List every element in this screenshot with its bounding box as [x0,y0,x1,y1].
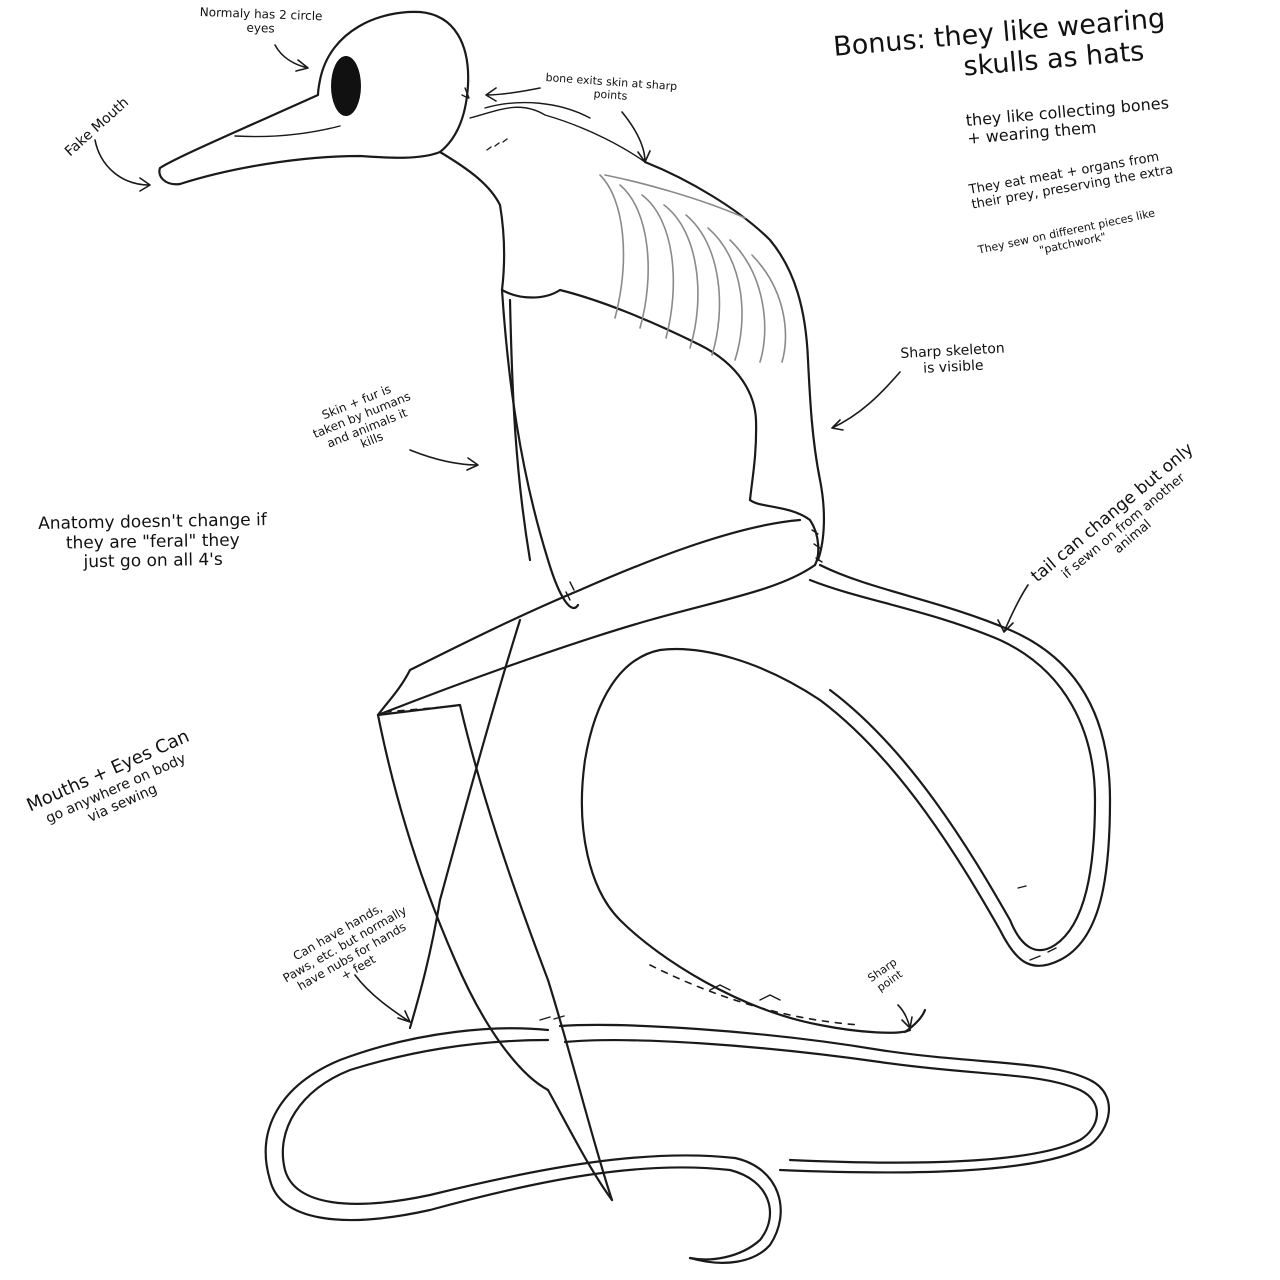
upper-tail [580,563,1112,1034]
fake-mouth-line [234,125,341,138]
pointer-arrow [997,584,1029,633]
pointer-arrow [897,1004,913,1029]
lower-tail [264,1023,1110,1264]
legs [376,518,817,1202]
pointer-arrow [831,371,901,431]
stitch-line [539,1015,565,1021]
ribcage [599,174,787,363]
pointer-arrow [409,449,479,471]
pointer-arrow [274,44,309,72]
bone-spike [1017,885,1057,961]
note-line: just go on all 4's [83,549,223,573]
pointer-arrow [621,111,651,163]
pointer-arrow [354,974,411,1023]
stitch-line [709,984,781,1001]
bone-spike [565,581,575,601]
sharp-skeleton-note: Sharp skeleton is visible [900,341,1006,379]
bone-spike [461,87,470,99]
sharp-point-spike [903,1008,927,1034]
stitch-line [486,138,508,151]
creature-head [158,10,470,186]
eye-icon [331,56,361,116]
pointer-arrow [485,87,541,102]
eyes-note: Normaly has 2 circle eyes [199,5,323,38]
front-arm [408,288,580,1030]
annotation-arrows [94,44,1029,1029]
anatomy-note: Anatomy doesn't change if they are "fera… [38,510,268,574]
stitch-line [811,529,823,563]
pointer-arrow [94,139,151,192]
creature-body [438,101,826,567]
